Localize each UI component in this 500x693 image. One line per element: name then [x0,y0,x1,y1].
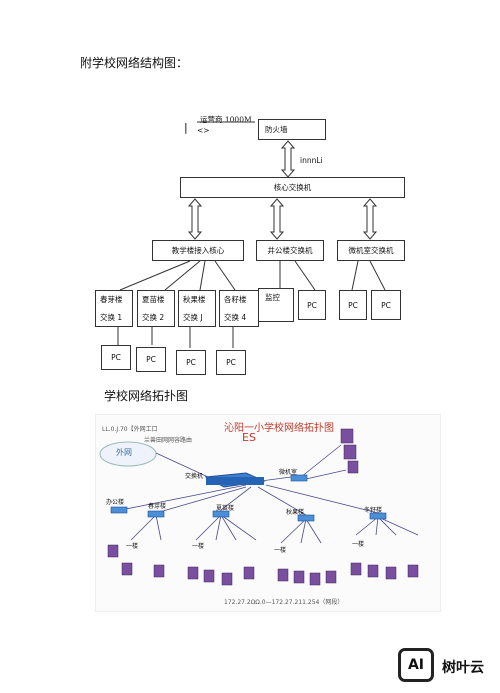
teaching-access-box: 教学楼接入核心 [152,240,244,261]
building-label: 夏苗楼 [216,505,235,512]
internet-cloud-label: 外网 [116,448,132,457]
building-label: 冬籽楼 [364,507,383,514]
firewall-box: 防火墙 [258,119,326,140]
outer-net-label: LL.0.J.70【外网工口 [102,426,158,433]
topology-title: 沁阳一小学校网络拓扑图 [224,423,334,434]
building-label: 秋果楼 [286,509,305,516]
cloud-icon [99,441,157,467]
floor-label: 一楼 [274,547,287,554]
main-switch-label: 交换机 [185,473,204,480]
floor-label: 一楼 [352,541,365,548]
router-label: 兰兽田网网容路由 [144,437,193,444]
building-name: 春芽楼 [100,295,123,304]
building-box: 秋果楼 交换 J [178,290,216,327]
building-box: 各籽楼 交换 4 [219,290,259,327]
subnet-label: 172.27.2ΩΩ.0—172.27.211.254（网段） [224,599,344,606]
office-building-label: 办公楼 [106,499,125,506]
link-label: innnLi [300,156,323,165]
building-switch: 交换 4 [224,313,247,322]
isp-line [197,121,255,123]
building-name: 各籽楼 [224,295,247,304]
pc-box: PC [339,290,367,320]
core-switch-box: 核心交换机 [180,177,405,198]
building-name: 夏苗楼 [142,295,165,304]
topology-links [107,428,419,586]
brand-name: 树叶云 [442,660,484,676]
pc-box: PC [298,290,326,320]
building-label: 春芽楼 [148,503,167,510]
building-switch: 交换 J [183,313,203,322]
building-box: 夏苗楼 交换 2 [137,290,175,327]
building-switch: 交换 1 [100,313,123,322]
double-arrow-icon [188,198,202,240]
watermark-logo: AI 树叶云 [398,646,494,686]
double-arrow-icon [270,198,284,240]
isp-label: 运营商 1000M [200,115,252,124]
monitor-box: 监控 [258,288,294,322]
office-switch-box: 井公楼交换机 [256,240,324,261]
building-switch: 交换 2 [142,313,165,322]
computer-room-label: 微机室 [279,469,298,476]
building-name: 秋果楼 [183,295,206,304]
pc-box: PC [101,345,131,370]
floor-label: 一楼 [192,543,205,550]
pc-box: PC [371,290,401,320]
topology-title-suffix: ES [242,431,256,444]
pc-box: PC [176,350,206,375]
section-title-structure: 附学校网络结构图： [80,56,189,70]
lab-switch-box: 微机室交换机 [337,240,405,261]
ai-logo-icon: AI [398,648,434,682]
isp-arrow: <> [197,126,210,135]
double-arrow-icon [281,140,295,178]
pc-box: PC [216,350,246,375]
building-box: 春芽楼 交换 1 [95,290,133,327]
isp-left-symbol: | [184,121,188,134]
double-arrow-icon [363,198,377,240]
network-topology-figure: 沁阳一小学校网络拓扑图 ES LL.0.J.70【外网工口 兰兽田网网容路由 外… [95,414,441,612]
section-title-topology: 学校网络拓扑图 [104,389,189,403]
floor-label: 一楼 [126,543,139,550]
pc-box: PC [136,347,166,372]
structure-links [117,260,386,348]
